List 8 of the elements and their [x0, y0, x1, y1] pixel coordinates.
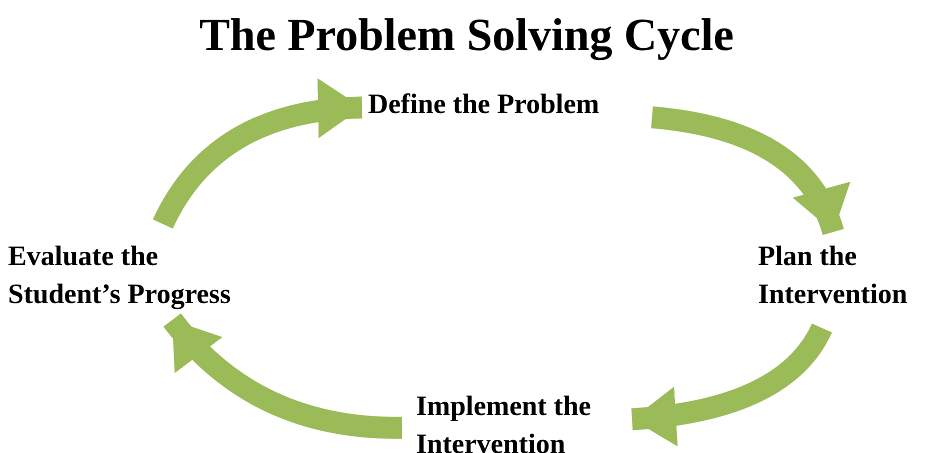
step-label: Implement the Intervention [416, 390, 592, 453]
curved-arrow [650, 106, 848, 236]
curved-arrow [164, 313, 402, 439]
step-label: Evaluate the Student’s Progress [8, 240, 232, 312]
step-label: Plan the Intervention [758, 240, 908, 312]
title: The Problem Solving Cycle [198, 8, 735, 62]
step-label: Define the Problem [368, 88, 600, 122]
curved-arrow [153, 80, 363, 230]
